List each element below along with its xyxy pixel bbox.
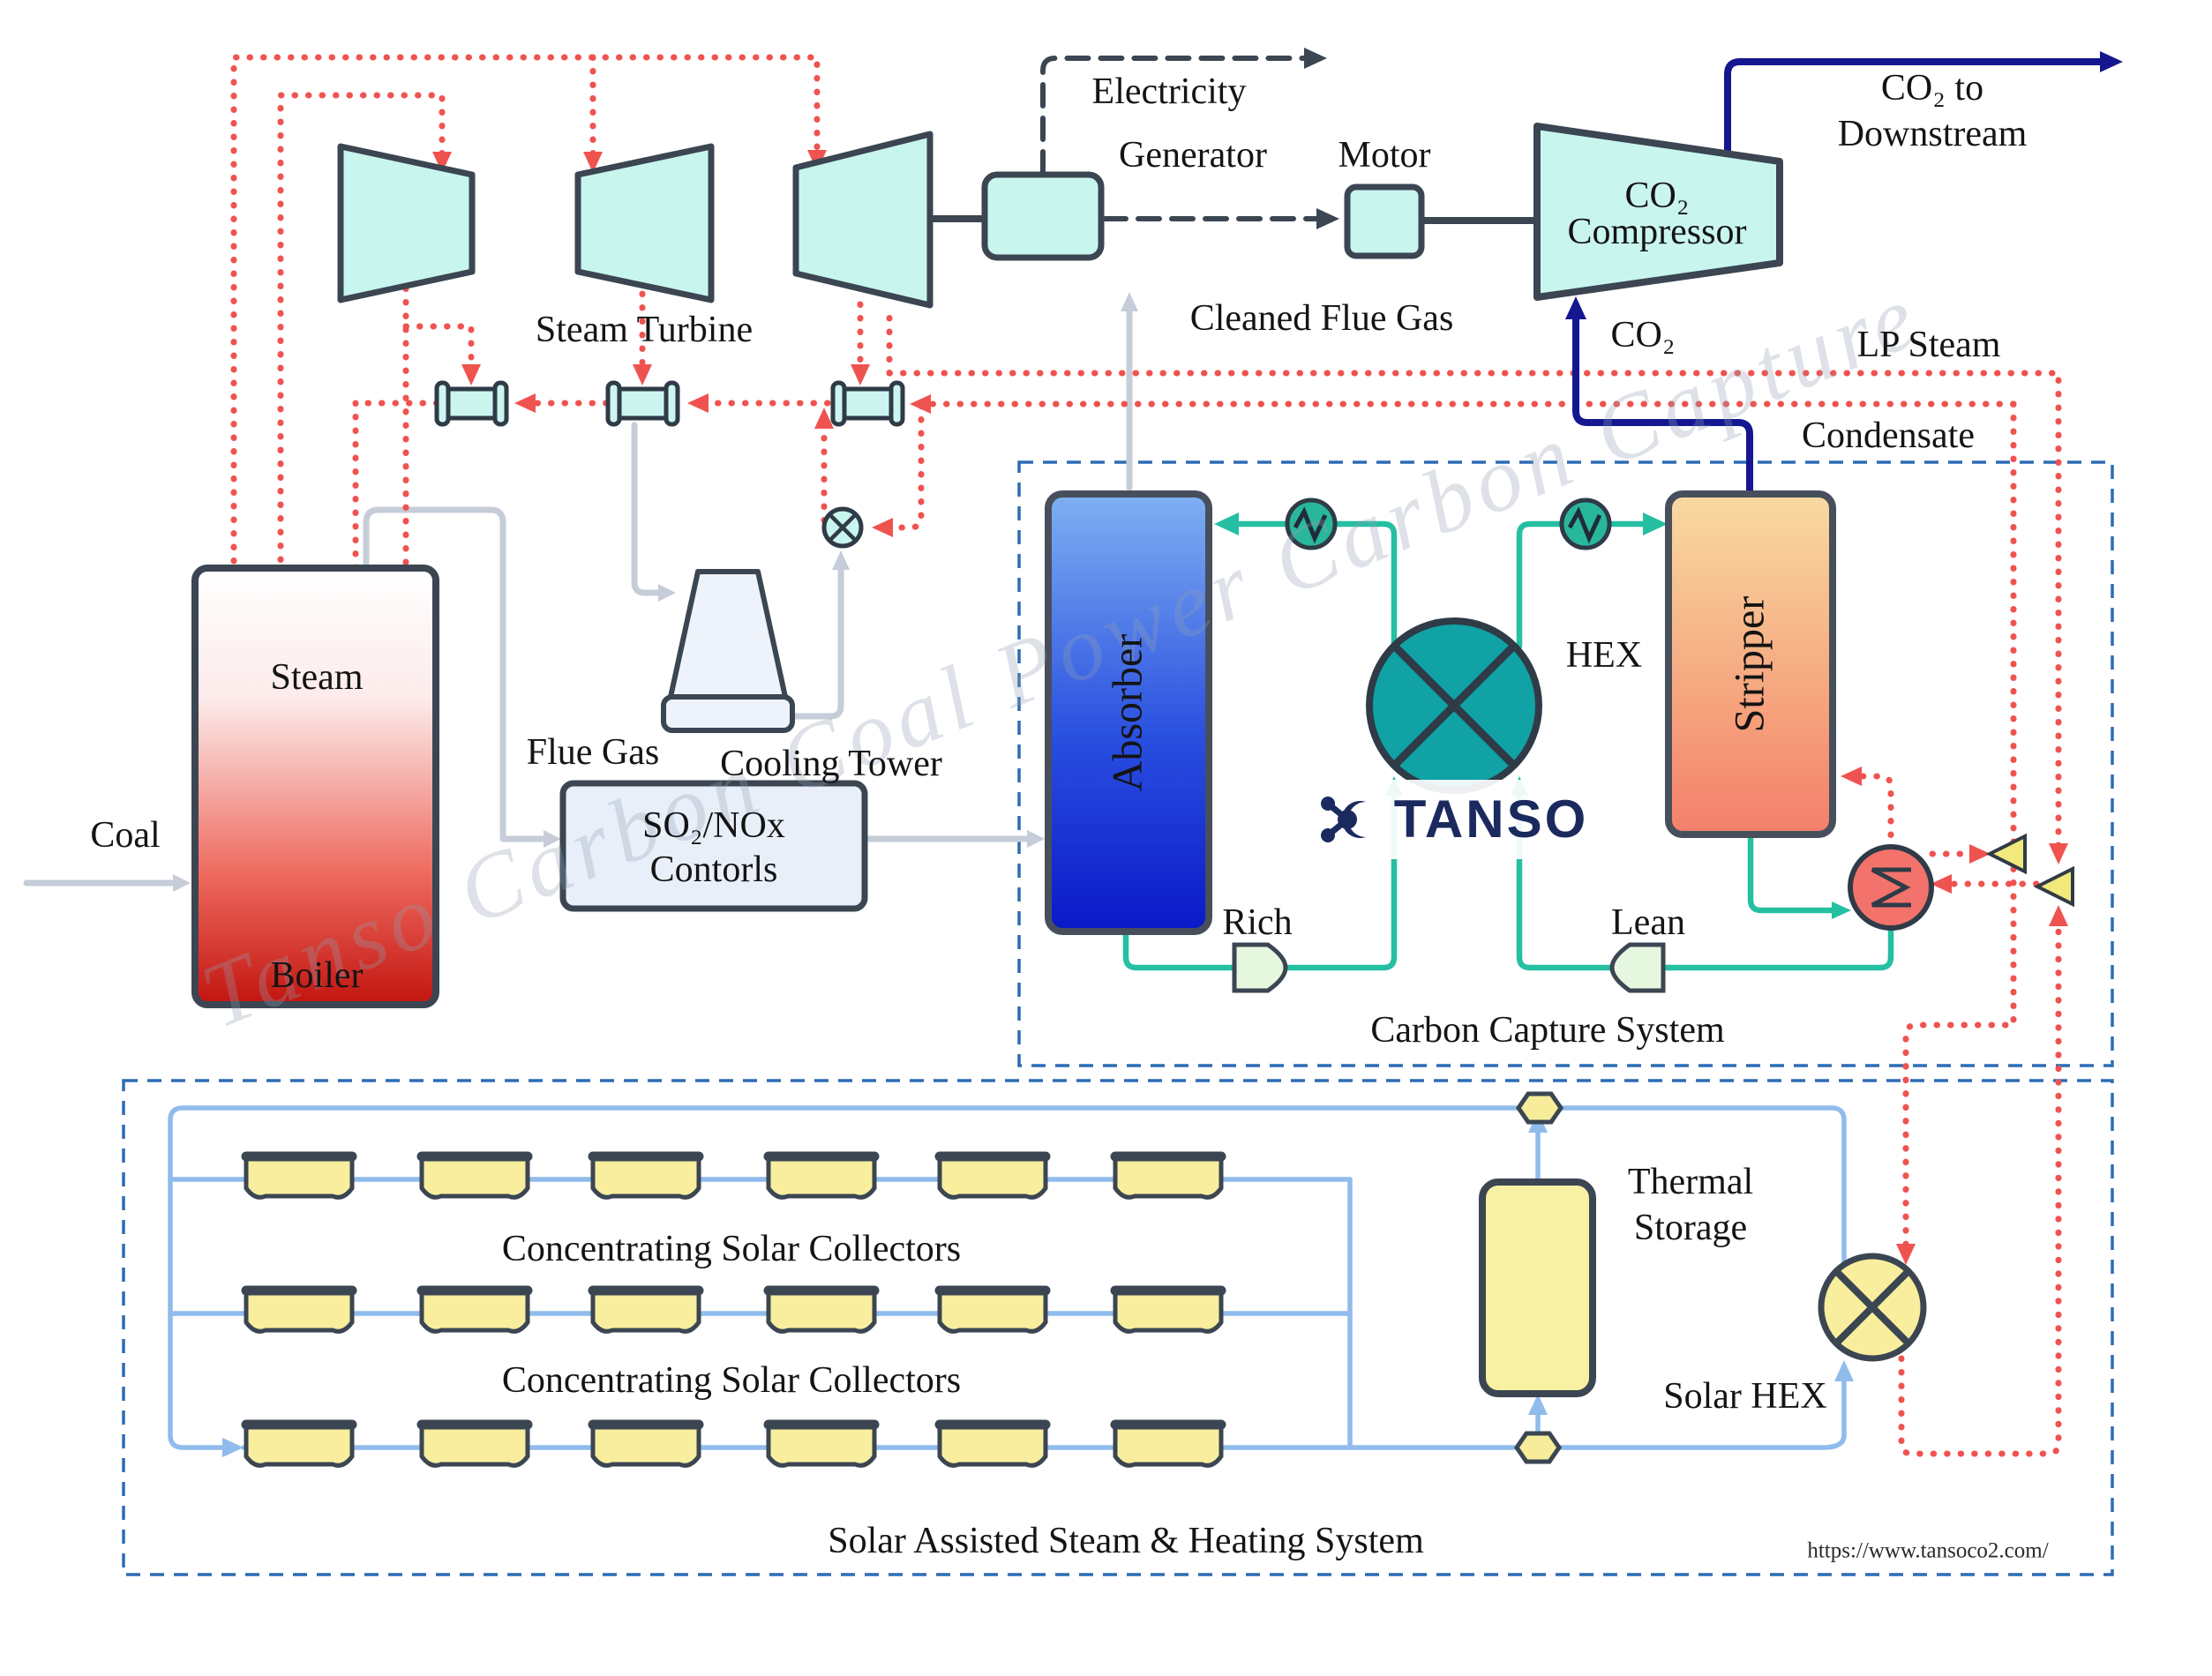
website-url: https://www.tansoco2.com/ <box>1807 1538 2049 1563</box>
flue-gas-label: Flue Gas <box>526 731 660 773</box>
steam-dotted-lines <box>230 54 2062 1457</box>
solar-hex-label: Solar HEX <box>1663 1375 1827 1417</box>
so2-nox-box <box>559 780 868 912</box>
rich-label: Rich <box>1222 902 1293 943</box>
collectors-row1-label: Concentrating Solar Collectors <box>501 1228 962 1269</box>
lean-cooler-exchanger <box>1285 498 1338 550</box>
capture-system-label: Carbon Capture System <box>1370 1009 1725 1051</box>
steam-turbine-3 <box>792 131 934 309</box>
co2-lines <box>1572 58 2107 498</box>
collectors-row2-label: Concentrating Solar Collectors <box>501 1359 962 1401</box>
generator-box <box>981 171 1105 261</box>
thermal-storage-label-line1: Thermal <box>1627 1161 1754 1202</box>
steam-turbine-1 <box>337 143 476 303</box>
cooling-tower-label: Cooling Tower <box>720 743 942 784</box>
electric-arrowheads <box>1304 48 1339 229</box>
motor-box <box>1344 183 1425 259</box>
tanso-logo-text: TANSO <box>1393 789 1589 849</box>
boiler-label: Boiler <box>270 954 364 996</box>
hex-exchanger <box>1366 617 1542 794</box>
solar-collectors-row3 <box>246 1425 1221 1465</box>
steam-turbine-label: Steam Turbine <box>535 309 754 350</box>
solar-collectors-row2 <box>246 1291 1221 1331</box>
generator-label: Generator <box>1119 134 1267 176</box>
steam-label: Steam <box>270 656 364 698</box>
storage-port-hexagons <box>1513 1091 1564 1464</box>
steam-arrowheads <box>271 150 2068 1265</box>
cleaned-flue-gas-label: Cleaned Flue Gas <box>1189 297 1454 339</box>
rich-heater-exchanger <box>1559 498 1612 550</box>
so2-nox-label-line2: Contorls <box>649 849 778 890</box>
reboiler <box>1848 844 1934 931</box>
absorber-label: Absorber <box>1104 633 1151 792</box>
electric-lines <box>926 56 1542 224</box>
solar-hex-exchanger <box>1818 1253 1927 1362</box>
co2-downstream-label-line1: CO₂ to <box>1880 67 1984 108</box>
compressor-label-line2: Compressor <box>1567 211 1747 252</box>
steam-valve <box>1985 833 2074 908</box>
lean-pump <box>1609 942 1666 993</box>
solar-system-boundary <box>122 1079 2114 1576</box>
tanso-logo-icon <box>1318 780 1597 859</box>
so2-nox-label-line1: SO₂/NOx <box>642 804 785 846</box>
hex-label: HEX <box>1565 634 1643 676</box>
electricity-label: Electricity <box>1091 71 1247 112</box>
boiler-vessel <box>191 565 439 1008</box>
flue-gas-arrowheads <box>173 292 1138 892</box>
co2-stream-label: CO₂ <box>1610 314 1676 355</box>
mixing-valve <box>821 506 864 549</box>
stripper-label: Stripper <box>1726 595 1773 733</box>
absorber-column <box>1045 490 1212 935</box>
co2-arrowheads <box>1565 51 2123 319</box>
motor-label: Motor <box>1338 134 1431 176</box>
solar-system-label: Solar Assisted Steam & Heating System <box>828 1520 1424 1561</box>
flue-gas-lines <box>23 305 1133 887</box>
co2-compressor-shape <box>1533 123 1783 301</box>
carbon-capture-boundary <box>1017 460 2114 1067</box>
lp-steam-label: LP Steam <box>1856 324 2001 365</box>
rich-pump <box>1232 942 1288 993</box>
condensate-drums <box>434 380 905 427</box>
steam-turbine-2 <box>574 143 715 303</box>
thermal-storage-label-line2: Storage <box>1633 1207 1748 1248</box>
coal-label: Coal <box>90 814 161 856</box>
compressor-label-line1: CO₂ <box>1624 175 1690 216</box>
co2-downstream-label-line2: Downstream <box>1837 113 2028 154</box>
lean-label: Lean <box>1611 902 1685 943</box>
thermal-storage-tank <box>1479 1178 1596 1397</box>
solar-collectors-row1 <box>246 1156 1221 1197</box>
stripper-column <box>1665 490 1836 838</box>
cooling-tower-shape <box>661 569 795 733</box>
condensate-label: Condensate <box>1802 415 1975 456</box>
